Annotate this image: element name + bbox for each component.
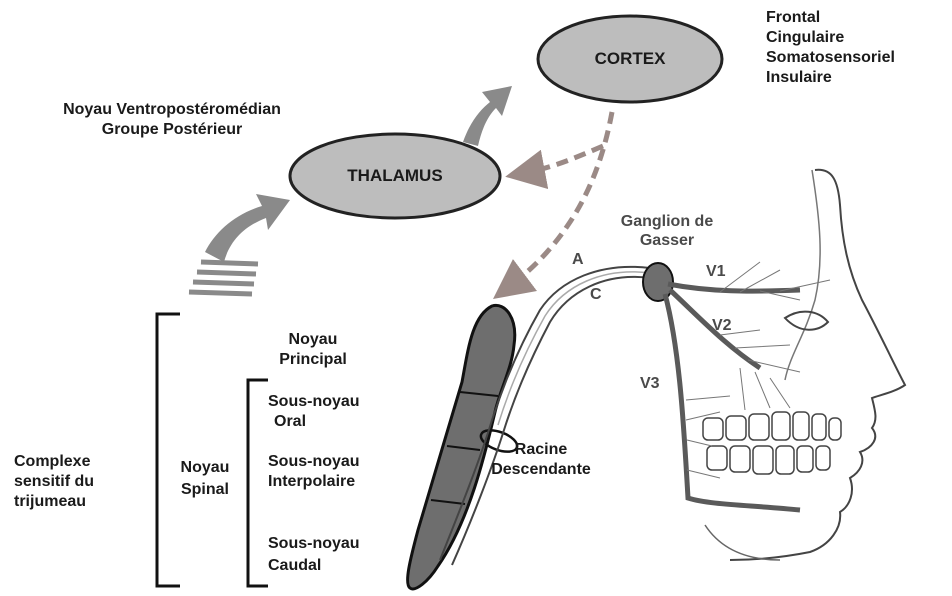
complexe-label-line1: Complexe [14, 452, 90, 471]
branch-v3 [665, 294, 800, 510]
arrow-thalamus-to-cortex [463, 86, 512, 146]
racine-label-line2: Descendante [476, 460, 606, 479]
bracket-complexe [157, 314, 180, 586]
cortex-label: CORTEX [570, 49, 690, 68]
sous-noyau-interpolaire-line1: Sous-noyau [268, 452, 360, 471]
upper-teeth [703, 412, 841, 440]
arrow-complex-to-thalamus [205, 194, 290, 262]
branch-v1 [668, 284, 800, 291]
complexe-label-line3: trijumeau [14, 492, 86, 511]
noyau-principal-line2: Principal [258, 350, 368, 369]
dashed-arrow-to-thalamus [520, 146, 603, 174]
lower-teeth [707, 446, 830, 474]
thalamic-nucleus-vpm: Noyau Ventropostéromédian [22, 100, 322, 119]
sous-noyau-oral-line1: Sous-noyau [268, 392, 360, 411]
ganglion-label-line2: Gasser [602, 231, 732, 250]
complexe-label-line2: sensitif du [14, 472, 94, 491]
branch-v3-label: V3 [640, 374, 660, 393]
bracket-spinal [248, 380, 268, 586]
noyau-spinal-line2: Spinal [165, 480, 245, 499]
noyau-principal-line1: Noyau [258, 330, 368, 349]
fiber-a-label: A [572, 250, 584, 269]
branch-v1-label: V1 [706, 262, 726, 281]
thalamic-group-posterior: Groupe Postérieur [22, 120, 322, 139]
cortex-region-somatosensoriel: Somatosensoriel [766, 48, 895, 67]
sous-noyau-oral-line2: Oral [274, 412, 306, 431]
noyau-spinal-line1: Noyau [165, 458, 245, 477]
dashed-arrow-cortex-down [505, 112, 612, 290]
sous-noyau-caudal-line2: Caudal [268, 556, 321, 575]
eye-outline [785, 312, 828, 330]
branch-v2-label: V2 [712, 316, 732, 335]
thalamus-label: THALAMUS [330, 166, 460, 185]
sous-noyau-interpolaire-line2: Interpolaire [268, 472, 355, 491]
jaw-outline [705, 525, 780, 560]
fiber-c-label: C [590, 285, 602, 304]
skull-outline [785, 170, 820, 380]
cortex-region-insulaire: Insulaire [766, 68, 832, 87]
arrow-tail-stripes [189, 262, 258, 294]
cortex-region-cingulaire: Cingulaire [766, 28, 844, 47]
sous-noyau-caudal-line1: Sous-noyau [268, 534, 360, 553]
racine-label-line1: Racine [476, 440, 606, 459]
ganglion-label-line1: Ganglion de [602, 212, 732, 231]
cortex-region-frontal: Frontal [766, 8, 820, 27]
